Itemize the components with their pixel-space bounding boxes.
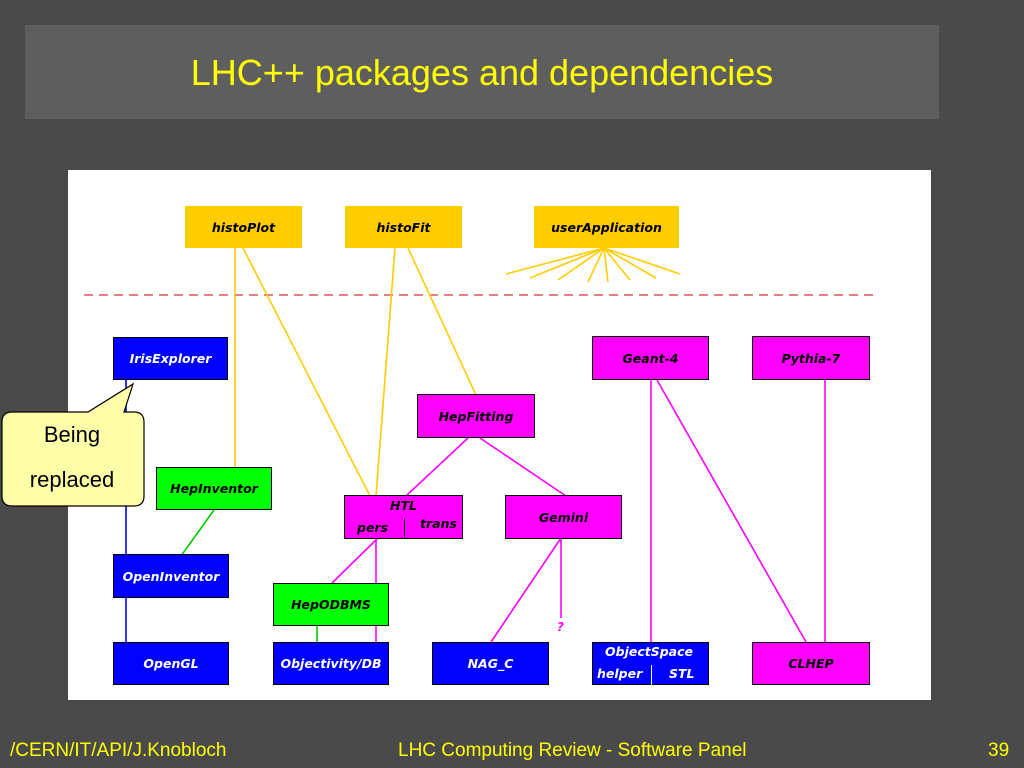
node-pythia7: Pythia-7 <box>752 336 870 380</box>
edge-histofit-hepfitting <box>407 247 477 396</box>
node-htl-divider <box>404 518 405 539</box>
edge-userapp-fan-7 <box>603 247 657 279</box>
node-userapplication: userApplication <box>534 206 679 248</box>
node-objectivity-db: Objectivity/DB <box>273 642 389 685</box>
edge-histofit-htl <box>375 247 396 497</box>
footer-event: LHC Computing Review - Software Panel <box>398 740 747 761</box>
node-hepfitting: HepFitting <box>417 394 535 438</box>
node-clhep-label: CLHEP <box>788 656 834 671</box>
node-nag-c-label: NAG_C <box>467 656 514 671</box>
node-irisexplorer-label: IrisExplorer <box>129 351 212 366</box>
edge-userapp-fan-1 <box>505 247 605 275</box>
node-objectspace-divider <box>651 665 652 686</box>
node-irisexplorer: IrisExplorer <box>113 337 228 380</box>
edge-htl-hepodbms <box>331 537 379 584</box>
node-hepodbms-label: HepODBMS <box>291 597 371 612</box>
callout-line-2: replaced <box>29 467 115 492</box>
node-histoplot-label: histoPlot <box>211 219 276 235</box>
node-htl-label: HTL <box>390 498 417 513</box>
node-gemini: Gemini <box>505 495 622 539</box>
node-nag-c: NAG_C <box>432 642 549 685</box>
node-hepinventor: HepInventor <box>156 467 272 510</box>
callout-bubble <box>1 382 145 507</box>
node-histofit-label: histoFit <box>376 219 431 235</box>
node-objectspace-helper-label: helper <box>597 666 643 681</box>
node-htl-pers-label: pers <box>357 520 389 535</box>
node-userapplication-label: userApplication <box>551 219 662 235</box>
node-objectspace: ObjectSpace helper STL <box>592 642 709 686</box>
node-clhep: CLHEP <box>752 642 870 685</box>
callout-line-1: Being <box>43 422 101 447</box>
node-opengl-label: OpenGL <box>143 656 199 671</box>
node-htl-trans-label: trans <box>420 516 457 531</box>
node-objectivity-db-label: Objectivity/DB <box>280 656 382 671</box>
node-geant4-label: Geant-4 <box>622 350 679 366</box>
node-pythia7-label: Pythia-7 <box>781 350 841 366</box>
callout-text: Being replaced <box>2 412 142 502</box>
edge-userapp-fan-3 <box>557 247 605 281</box>
page-number: 39 <box>988 740 1010 761</box>
title-bar: LHC++ packages and dependencies <box>25 25 939 119</box>
edge-userapp-fan-5 <box>603 247 609 283</box>
dependency-diagram: histoPlot histoFit userApplication IrisE… <box>68 170 931 700</box>
edge-userapp-fan-6 <box>603 247 631 281</box>
node-gemini-label: Gemini <box>538 509 589 525</box>
node-histofit: histoFit <box>345 206 462 248</box>
node-hepinventor-label: HepInventor <box>170 481 258 496</box>
edge-userapp-fan-8 <box>603 247 681 275</box>
node-objectspace-label: ObjectSpace <box>605 644 693 659</box>
node-htl: HTL pers trans <box>344 495 463 539</box>
node-openinventor-label: OpenInventor <box>122 568 220 584</box>
edge-userapp-fan-2 <box>529 247 605 279</box>
edge-geant4-clhep <box>656 379 807 643</box>
node-opengl: OpenGL <box>113 642 229 685</box>
edge-userapp-fan-4 <box>587 247 605 283</box>
edge-gemini-nagc <box>490 537 562 643</box>
unresolved-dependency-marker: ? <box>557 620 564 634</box>
edge-histoplot-htl <box>242 247 371 497</box>
node-hepfitting-label: HepFitting <box>438 408 514 424</box>
edge-hepfitting-gemini <box>479 437 567 497</box>
node-openinventor: OpenInventor <box>113 554 229 598</box>
node-histoplot: histoPlot <box>185 206 302 248</box>
node-objectspace-stl-label: STL <box>669 666 695 681</box>
edge-hepfitting-htl <box>405 437 469 497</box>
node-geant4: Geant-4 <box>592 336 709 380</box>
footer-author: /CERN/IT/API/J.Knobloch <box>10 740 227 761</box>
slide-title: LHC++ packages and dependencies <box>190 52 774 93</box>
node-hepodbms: HepODBMS <box>273 583 389 626</box>
edge-hepinventor-openinventor <box>180 509 215 557</box>
